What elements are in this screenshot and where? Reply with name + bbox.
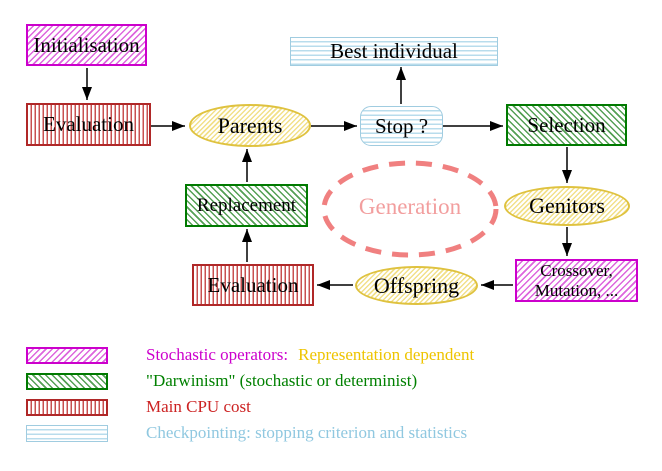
node-crossover-mutation: Crossover, Mutation, ... [515,259,638,302]
legend-item-checkpointing: Checkpointing: stopping criterion and st… [26,423,467,443]
legend-swatch-green-hatch [26,372,108,390]
legend-item-darwinism: "Darwinism" (stochastic or determinist) [26,371,417,391]
legend-swatch-red-stripes [26,398,108,416]
generation-label: Generation [358,194,462,219]
node-best-individual: Best individual [290,37,498,66]
node-selection: Selection [506,104,627,146]
node-genitors-label: Genitors [529,193,605,218]
node-initialisation: Initialisation [26,24,147,66]
node-replacement-label: Replacement [196,194,297,216]
node-crossover-mutation-line2: Mutation, ... [534,280,619,300]
node-evaluation-top: Evaluation [26,103,151,146]
node-evaluation-bottom-label: Evaluation [207,272,299,297]
legend-label-darwinism: "Darwinism" (stochastic or determinist) [146,371,418,390]
node-evaluation-top-label: Evaluation [43,112,134,136]
node-evaluation-bottom: Evaluation [192,264,314,306]
node-stop-label: Stop ? [374,113,429,138]
node-offspring-label: Offspring [373,272,460,298]
node-crossover-mutation-line1: Crossover, [540,260,613,280]
node-genitors: Genitors [504,186,630,226]
node-offspring: Offspring [355,266,478,305]
legend-label-representation: Representation dependent [298,345,475,364]
node-initialisation-label: Initialisation [33,32,140,57]
node-parents-label: Parents [217,112,283,138]
node-selection-label: Selection [527,112,606,137]
legend-swatch-blue-stripes [26,424,108,442]
node-replacement: Replacement [185,184,308,227]
legend-label-stochastic: Stochastic operators: [146,345,289,364]
node-best-individual-label: Best individual [330,39,458,63]
legend-item-stochastic-operators: Stochastic operators: Representation depe… [26,345,474,365]
node-stop: Stop ? [360,106,443,146]
generation-dashed-ellipse [321,160,499,258]
node-parents: Parents [189,104,311,147]
legend-label-checkpointing: Checkpointing: stopping criterion and st… [146,423,468,442]
legend-item-cpu-cost: Main CPU cost [26,397,251,417]
legend-swatch-magenta-hatch [26,346,108,364]
legend-label-cpu-cost: Main CPU cost [146,397,251,416]
